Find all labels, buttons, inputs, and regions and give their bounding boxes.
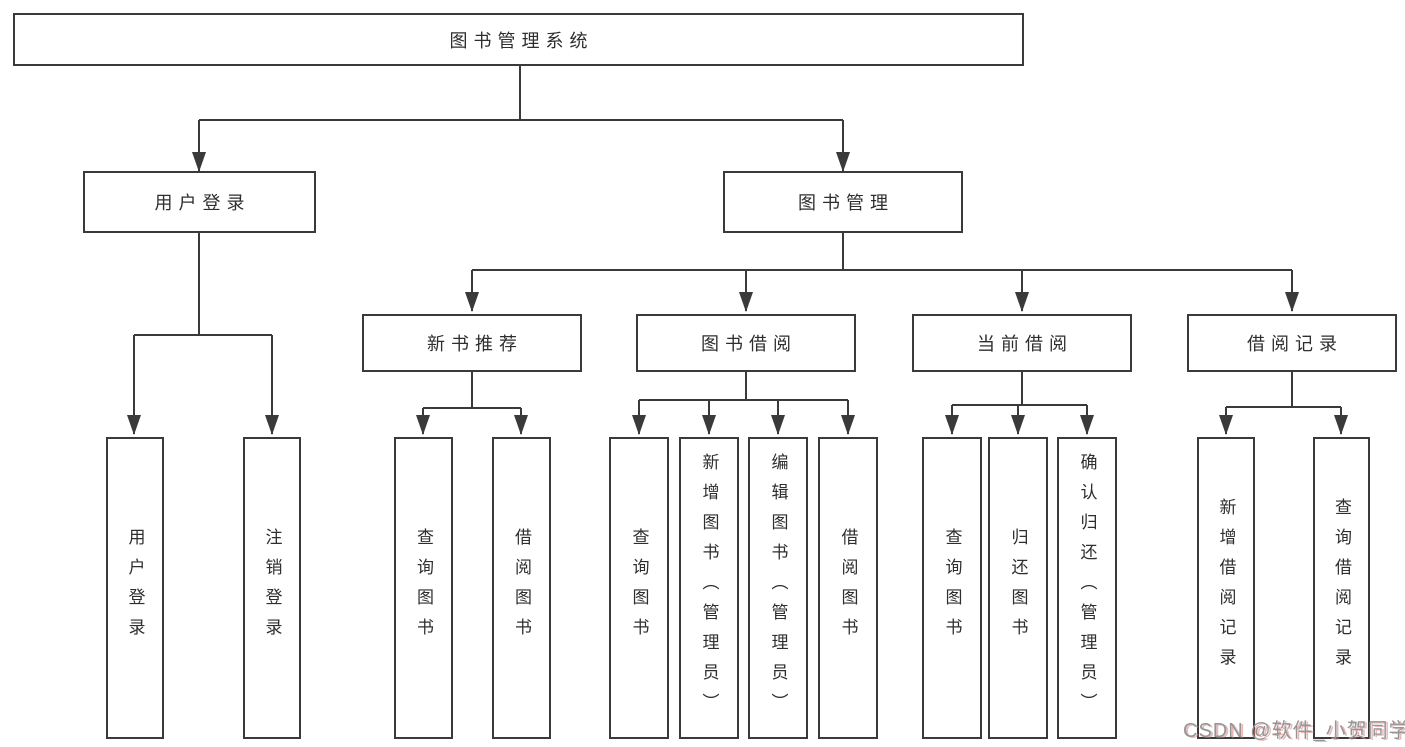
- leaf-user-login: 用户登录: [106, 437, 164, 739]
- node-book-management: 图书管理: [723, 171, 963, 233]
- node-current-borrowing: 当前借阅: [912, 314, 1132, 372]
- node-borrowing-records: 借阅记录: [1187, 314, 1397, 372]
- leaf-borrow-books-recommend: 借阅图书: [492, 437, 551, 739]
- leaf-query-books-current: 查询图书: [922, 437, 982, 739]
- node-new-book-recommend: 新书推荐: [362, 314, 582, 372]
- leaf-logout: 注销登录: [243, 437, 301, 739]
- watermark: CSDN @软件_小贺同学: [1183, 720, 1405, 742]
- leaf-query-borrow-record: 查询借阅记录: [1313, 437, 1370, 739]
- leaf-return-books: 归还图书: [988, 437, 1048, 739]
- leaf-query-books-borrowing: 查询图书: [609, 437, 669, 739]
- leaf-add-book-admin: 新增图书（管理员）: [679, 437, 739, 739]
- node-user-login: 用户登录: [83, 171, 316, 233]
- leaf-query-books-recommend: 查询图书: [394, 437, 453, 739]
- node-book-borrowing: 图书借阅: [636, 314, 856, 372]
- node-root: 图书管理系统: [13, 13, 1024, 66]
- leaf-confirm-return-admin: 确认归还（管理员）: [1057, 437, 1117, 739]
- leaf-edit-book-admin: 编辑图书（管理员）: [748, 437, 808, 739]
- leaf-add-borrow-record: 新增借阅记录: [1197, 437, 1255, 739]
- leaf-borrow-books-borrowing: 借阅图书: [818, 437, 878, 739]
